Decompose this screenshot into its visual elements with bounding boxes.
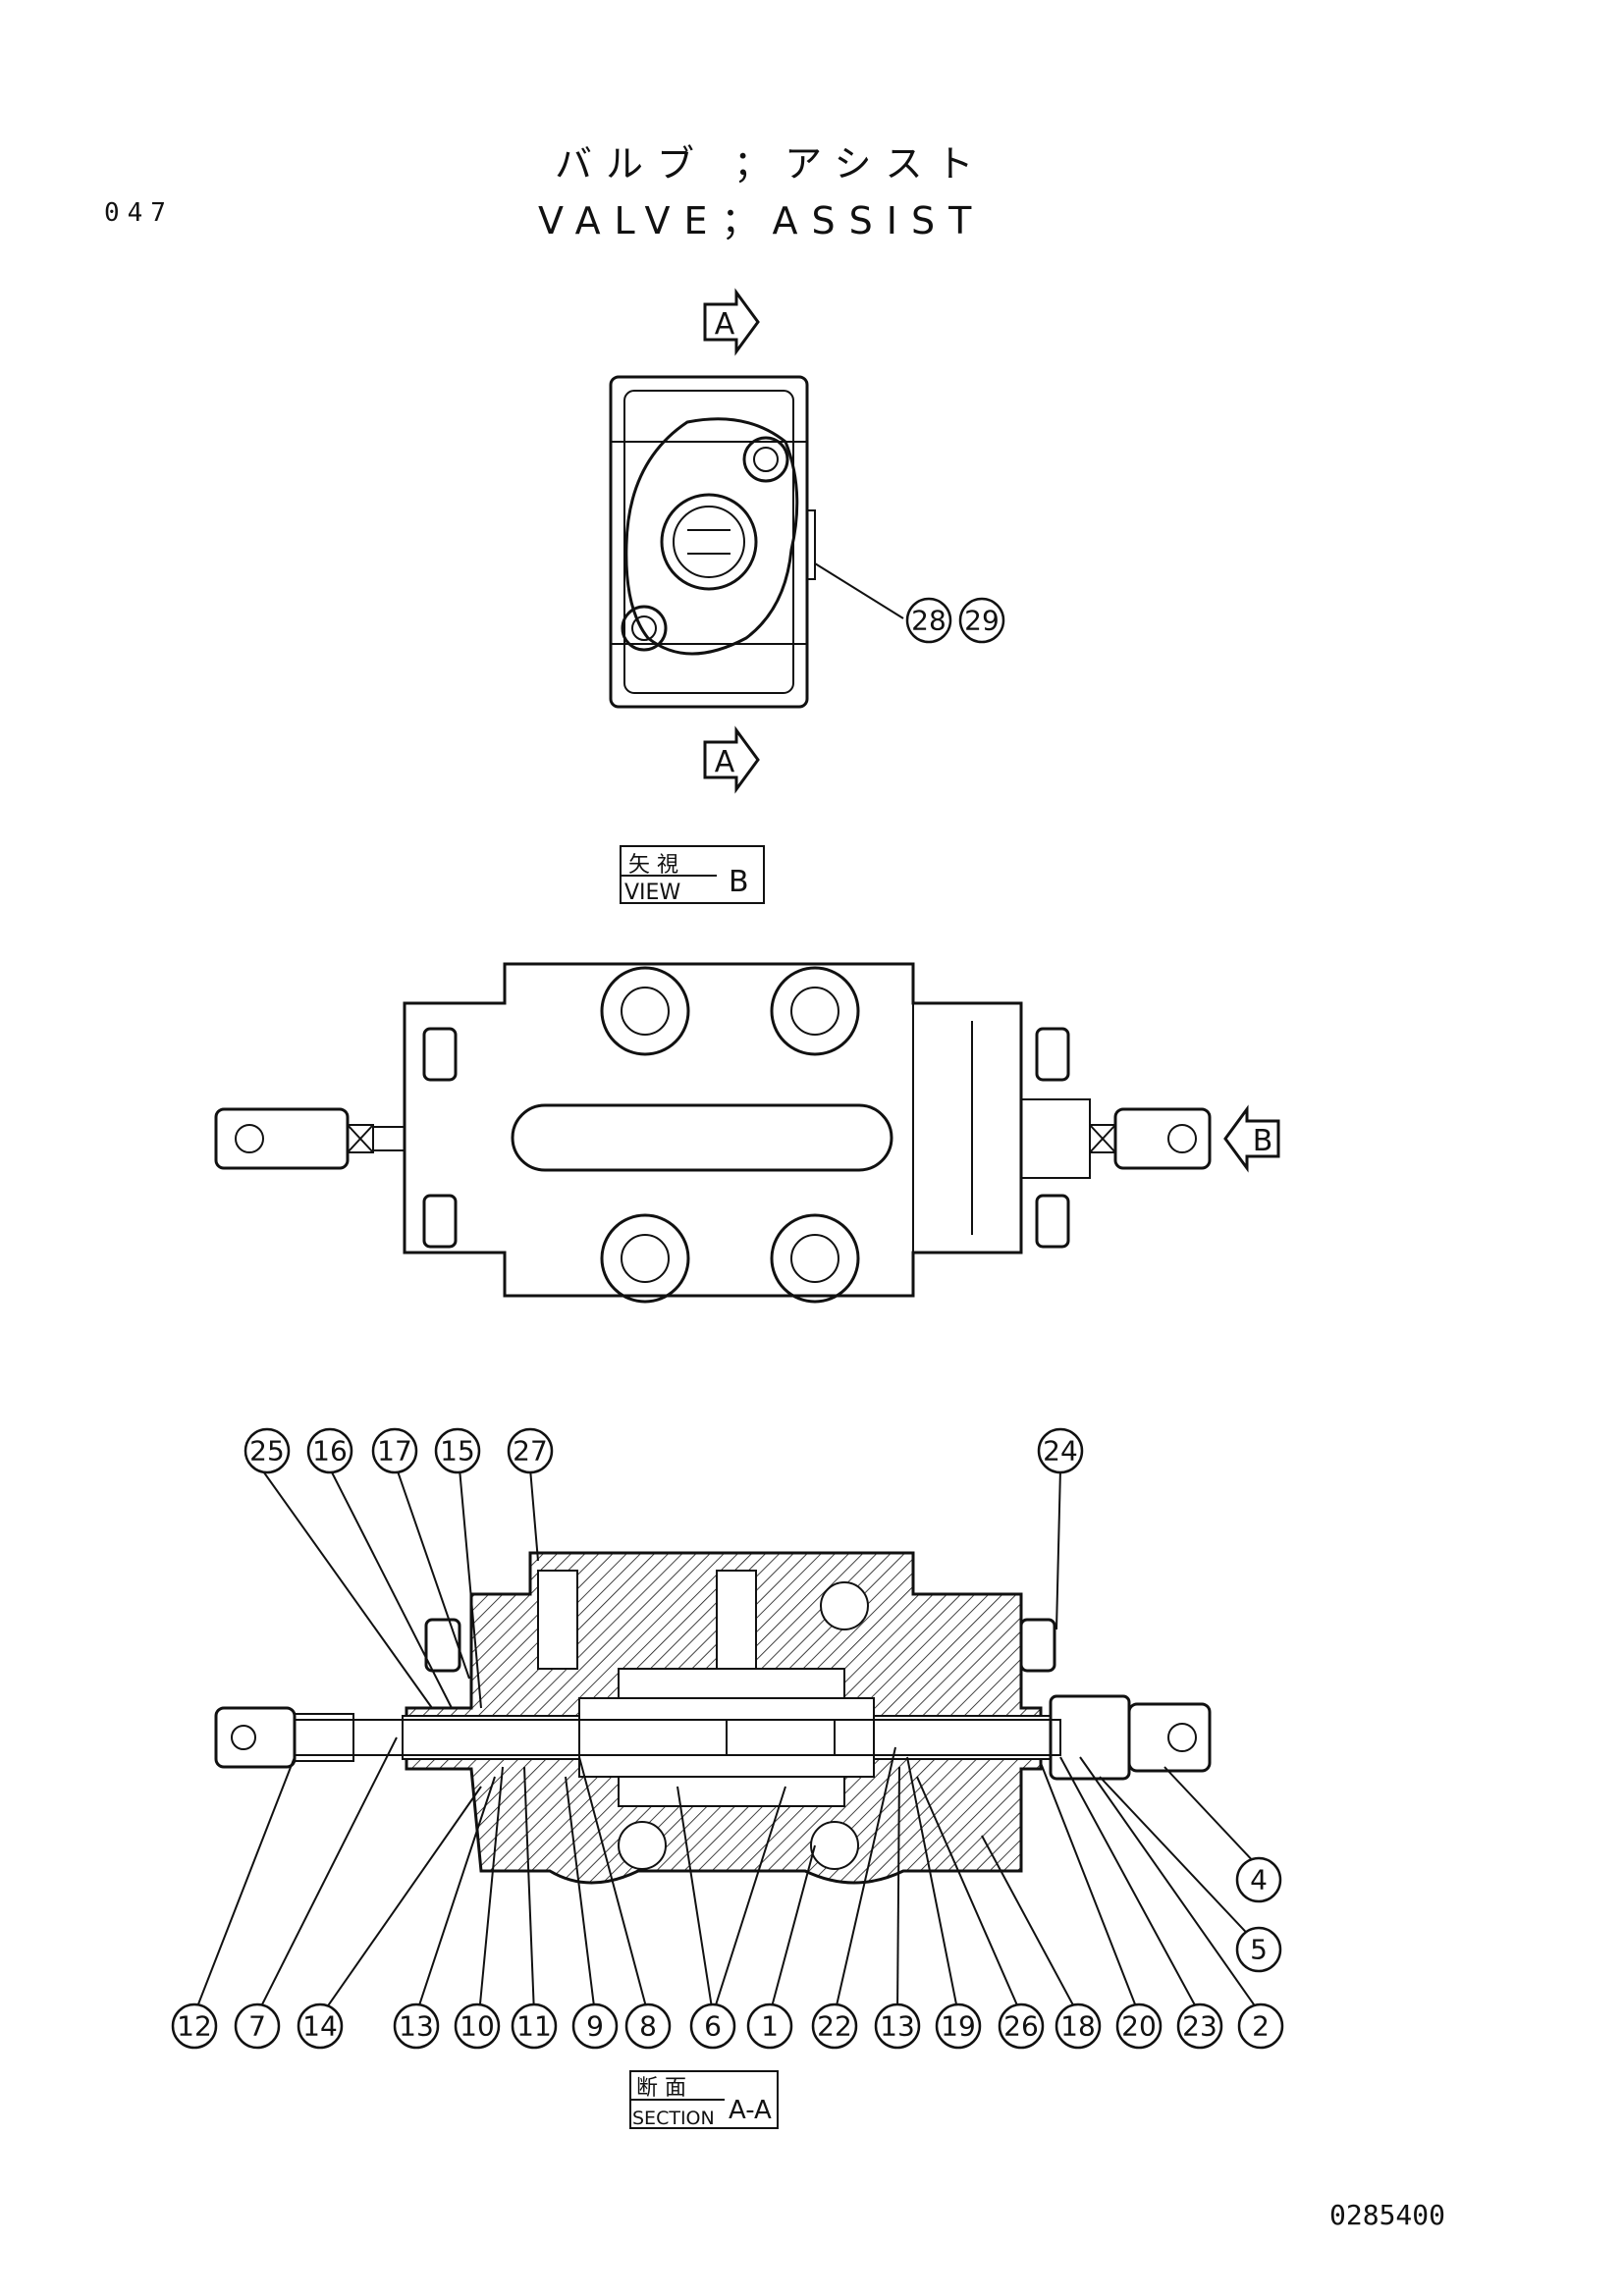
page-number: 047 [104, 198, 174, 228]
view-en: VIEW [624, 881, 680, 905]
callout-circle-28 [905, 597, 952, 644]
arrow-a-bottom-label: A [715, 745, 735, 779]
callout-number-7: 7 [248, 2010, 266, 2043]
section-arrow-a-bottom: A [703, 725, 760, 794]
view-b-label: 矢 視 VIEW B [620, 845, 765, 905]
callout-number-26: 26 [1003, 2010, 1039, 2043]
callout-number-10: 10 [460, 2010, 495, 2043]
callout-circle-16 [306, 1427, 353, 1474]
callout-number-27: 27 [513, 1435, 548, 1468]
callout-circle-24 [1037, 1427, 1084, 1474]
view-letter: B [729, 865, 749, 899]
callout-number-8: 8 [639, 2010, 657, 2043]
section-en: SECTION [632, 2108, 715, 2129]
callout-number-6: 6 [704, 2010, 722, 2043]
callout-number-13: 13 [880, 2010, 915, 2043]
callout-circle-5 [1235, 1926, 1282, 1973]
callouts-top: 28 29 [905, 597, 1005, 644]
callout-circle-13 [393, 2002, 440, 2050]
callout-circle-9 [571, 2002, 619, 2050]
title-japanese: バルブ ；アシスト [555, 142, 988, 186]
callouts-upper: 25 16 17 15 27 24 [243, 1427, 1084, 1474]
callout-number-5: 5 [1250, 1934, 1268, 1966]
drawing-number: 0285400 [1329, 2199, 1446, 2231]
view-jp: 矢 視 [628, 853, 678, 878]
callout-number-17: 17 [377, 1435, 412, 1468]
arrow-a-top-label: A [715, 307, 735, 342]
callout-number-25: 25 [249, 1435, 285, 1468]
section-jp: 断 面 [636, 2076, 686, 2101]
title-english: VALVE；ASSIST [538, 199, 986, 242]
callout-circle-7 [234, 2002, 281, 2050]
callout-number-24: 24 [1043, 1435, 1078, 1468]
callout-circle-17 [371, 1427, 418, 1474]
callout-circle-12 [171, 2002, 218, 2050]
callout-circle-22 [811, 2002, 858, 2050]
callout-circle-23 [1176, 2002, 1223, 2050]
callout-number-22: 22 [817, 2010, 852, 2043]
side-view: B [214, 962, 1280, 1304]
callout-number-2: 2 [1252, 2010, 1270, 2043]
callout-circle-26 [998, 2002, 1045, 2050]
arrow-b-label: B [1253, 1124, 1273, 1158]
callout-number-4: 4 [1250, 1864, 1268, 1896]
section-letter: A-A [729, 2096, 772, 2125]
leader-lines [193, 1468, 1262, 2015]
section-arrow-a-top: A [703, 288, 760, 356]
callout-circle-13 [874, 2002, 921, 2050]
callout-number-20: 20 [1121, 2010, 1157, 2043]
callout-number-12: 12 [177, 2010, 212, 2043]
callout-number-9: 9 [586, 2010, 604, 2043]
callout-circle-14 [297, 2002, 344, 2050]
callout-circle-25 [243, 1427, 291, 1474]
callout-number-28: 28 [911, 605, 947, 637]
view-arrow-b: B [1223, 1104, 1280, 1173]
callout-circle-20 [1115, 2002, 1163, 2050]
callout-circle-18 [1055, 2002, 1102, 2050]
callouts-bottom: 12 7 14 13 10 11 9 8 6 1 22 13 19 26 18 20 23 2 [171, 2002, 1284, 2050]
callout-number-18: 18 [1060, 2010, 1096, 2043]
callout-number-15: 15 [440, 1435, 475, 1468]
section-a-a-label: 断 面 SECTION A-A [629, 2070, 779, 2129]
callout-circle-15 [434, 1427, 481, 1474]
callout-number-11: 11 [516, 2010, 552, 2043]
callout-circle-11 [511, 2002, 558, 2050]
callout-number-13: 13 [399, 2010, 434, 2043]
callouts-right: 45 [1235, 1856, 1282, 1973]
callout-number-16: 16 [312, 1435, 348, 1468]
callout-number-1: 1 [761, 2010, 779, 2043]
callout-circle-6 [689, 2002, 736, 2050]
callout-circle-2 [1237, 2002, 1284, 2050]
callout-number-14: 14 [302, 2010, 338, 2043]
callout-circle-8 [624, 2002, 672, 2050]
callout-number-23: 23 [1182, 2010, 1217, 2043]
callout-circle-19 [935, 2002, 982, 2050]
top-view: A A [609, 288, 904, 794]
callout-circle-10 [454, 2002, 501, 2050]
callout-number-29: 29 [964, 605, 1000, 637]
callout-circle-1 [746, 2002, 793, 2050]
callout-circle-29 [958, 597, 1005, 644]
section-view [214, 1551, 1212, 1885]
callout-circle-4 [1235, 1856, 1282, 1903]
callout-circle-27 [507, 1427, 554, 1474]
callout-number-19: 19 [941, 2010, 976, 2043]
